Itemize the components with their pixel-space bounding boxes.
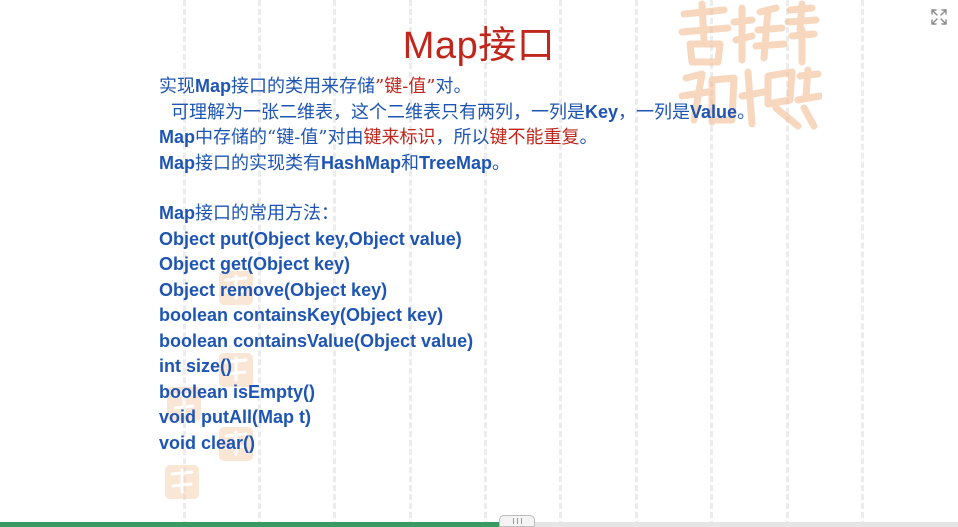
- background-line: [333, 0, 336, 527]
- text-segment: 对。: [435, 76, 472, 97]
- description-line: Map中存储的“键-值”对由键来标识，所以键不能重复。: [159, 125, 839, 151]
- text-segment: 接口的实现类有: [195, 152, 321, 174]
- method-item: void clear(): [159, 432, 256, 453]
- method-item: Object remove(Object key): [159, 279, 388, 300]
- text-segment: 。: [737, 101, 756, 123]
- text-segment: Map: [159, 203, 195, 223]
- seal-stamp-icon: [219, 271, 253, 305]
- expand-arrows-icon[interactable]: [930, 8, 948, 26]
- method-item: boolean containsKey(Object key): [159, 305, 444, 325]
- description-line: 实现Map接口的类用来存储”键-值”对。: [159, 74, 839, 100]
- progress-handle[interactable]: [499, 515, 536, 527]
- slide-content: 实现Map接口的类用来存储”键-值”对。可理解为一张二维表，这个二维表只有两列，…: [159, 74, 839, 456]
- methods-heading: Map接口的常用方法：: [159, 201, 839, 227]
- seal-stamp-icon: [167, 387, 201, 421]
- text-segment: Map: [159, 152, 195, 173]
- method-item: Object put(Object key,Object value): [159, 228, 462, 249]
- slide-title: Map接口: [402, 25, 556, 67]
- background-line: [861, 0, 864, 527]
- text-segment: 中存储的“键-值”对由: [195, 127, 364, 148]
- method-item: boolean isEmpty(): [159, 381, 316, 402]
- text-segment: 键来标识: [363, 127, 436, 148]
- text-segment: ”键-值”: [375, 76, 436, 97]
- background-line: [710, 0, 713, 527]
- background-line: [258, 0, 261, 527]
- text-segment: Map: [159, 127, 195, 147]
- text-segment: Key: [585, 101, 619, 122]
- text-segment: 。: [579, 127, 598, 148]
- text-segment: ，所以: [435, 127, 490, 148]
- text-segment: Value: [690, 101, 738, 122]
- background-line: [183, 0, 186, 527]
- description-block: 实现Map接口的类用来存储”键-值”对。可理解为一张二维表，这个二维表只有两列，…: [159, 74, 839, 176]
- text-segment: 可理解为一张二维表，这个二维表只有两列，一列是: [171, 101, 585, 123]
- seal-stamp-icon: [219, 427, 253, 461]
- text-segment: 接口的类用来存储: [231, 76, 375, 97]
- background-line: [786, 0, 789, 527]
- method-item: boolean containsValue(Object value): [159, 330, 474, 351]
- seal-stamp-icon: [678, 0, 822, 130]
- method-item: int size(): [159, 356, 233, 376]
- method-item: void putAll(Map t): [159, 407, 311, 427]
- progress-bar[interactable]: [0, 522, 958, 527]
- seal-stamp-icon: [165, 465, 199, 499]
- background-line: [484, 0, 487, 527]
- text-segment: 键不能重复: [489, 127, 580, 148]
- text-segment: TreeMap: [419, 152, 493, 173]
- background-line: [409, 0, 412, 527]
- background-line: [635, 0, 638, 527]
- text-segment: 。: [492, 152, 511, 174]
- description-line: 可理解为一张二维表，这个二维表只有两列，一列是Key，一列是Value。: [159, 100, 839, 126]
- text-segment: ，一列是: [618, 101, 691, 123]
- text-segment: HashMap: [321, 152, 402, 173]
- progress-fill: [0, 522, 518, 527]
- text-segment: 接口的常用方法：: [195, 203, 339, 224]
- seal-stamp-icon: [219, 353, 253, 387]
- background-line: [559, 0, 562, 527]
- description-line: Map接口的实现类有HashMap和TreeMap。: [159, 151, 839, 177]
- text-segment: 实现: [159, 76, 195, 97]
- text-segment: Map: [195, 76, 231, 96]
- method-item: Object get(Object key): [159, 254, 351, 274]
- methods-list: Object put(Object key,Object value) Objec…: [159, 227, 839, 457]
- text-segment: 和: [401, 152, 420, 174]
